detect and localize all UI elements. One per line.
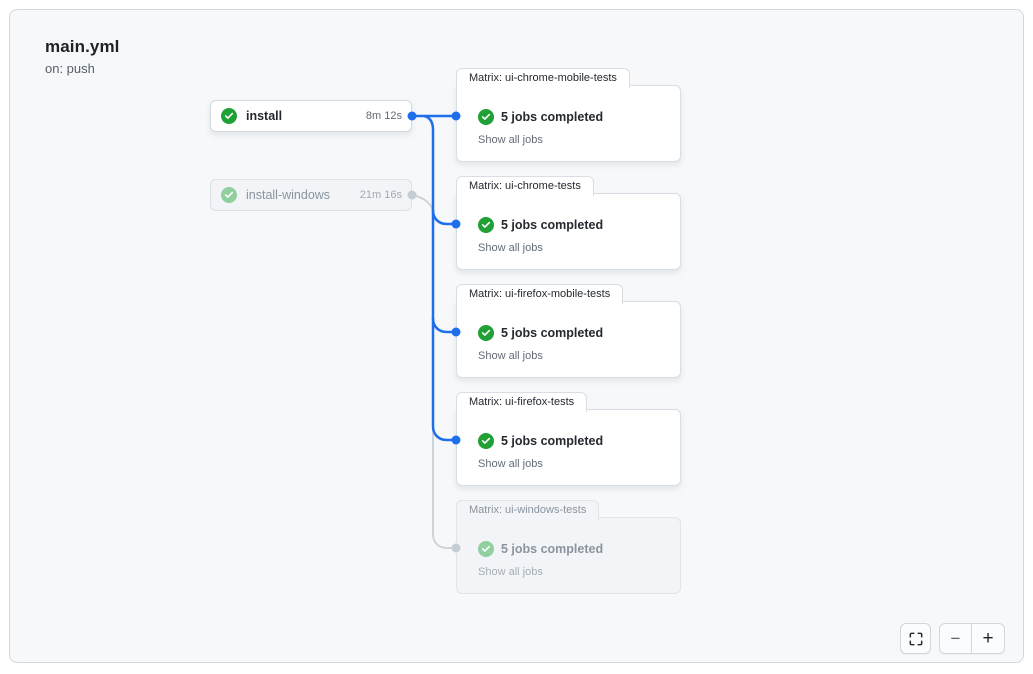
zoom-in-button[interactable]: + (972, 624, 1004, 653)
matrix-node[interactable]: 5 jobs completed Show all jobs (456, 517, 681, 594)
show-all-jobs-link[interactable]: Show all jobs (478, 350, 543, 362)
check-circle-icon (478, 433, 494, 449)
job-duration: 21m 16s (359, 189, 402, 201)
workflow-file-title: main.yml (45, 37, 120, 56)
matrix-tab-label: Matrix: ui-firefox-tests (456, 392, 588, 412)
matrix-status-row: 5 jobs completed (478, 217, 666, 233)
zoom-out-button[interactable]: − (940, 624, 972, 653)
check-circle-icon (478, 325, 494, 341)
show-all-jobs-link[interactable]: Show all jobs (478, 242, 543, 254)
job-label: install (246, 109, 283, 123)
plus-icon: + (982, 627, 994, 649)
job-duration: 8m 12s (365, 110, 402, 122)
workflow-trigger: on: push (45, 61, 95, 76)
matrix-node[interactable]: 5 jobs completed Show all jobs (456, 409, 681, 486)
matrix-tab-label: Matrix: ui-windows-tests (456, 500, 600, 520)
matrix-summary: 5 jobs completed (501, 218, 604, 232)
matrix-summary: 5 jobs completed (501, 326, 604, 340)
graph-view-controls: − + (900, 623, 1005, 654)
zoom-control-group: − + (939, 623, 1005, 654)
matrix-node[interactable]: 5 jobs completed Show all jobs (456, 301, 681, 378)
show-all-jobs-link[interactable]: Show all jobs (478, 134, 543, 146)
workflow-header: main.yml on: push (45, 37, 120, 76)
job-node-install[interactable]: install 8m 12s (210, 100, 412, 132)
check-circle-icon (478, 541, 494, 557)
check-circle-icon (478, 217, 494, 233)
show-all-jobs-link[interactable]: Show all jobs (478, 458, 543, 470)
job-label: install-windows (246, 188, 331, 202)
matrix-node[interactable]: 5 jobs completed Show all jobs (456, 85, 681, 162)
check-circle-icon (221, 187, 237, 203)
fullscreen-button[interactable] (900, 623, 931, 654)
matrix-tab-label: Matrix: ui-chrome-tests (456, 176, 594, 196)
matrix-node[interactable]: 5 jobs completed Show all jobs (456, 193, 681, 270)
screen-full-icon (909, 632, 922, 645)
matrix-status-row: 5 jobs completed (478, 433, 666, 449)
matrix-tab-label: Matrix: ui-chrome-mobile-tests (456, 68, 630, 88)
matrix-tab-label: Matrix: ui-firefox-mobile-tests (456, 284, 624, 304)
matrix-status-row: 5 jobs completed (478, 541, 666, 557)
minus-icon: − (950, 628, 961, 648)
matrix-summary: 5 jobs completed (501, 110, 604, 124)
check-circle-icon (221, 108, 237, 124)
show-all-jobs-link[interactable]: Show all jobs (478, 566, 543, 578)
matrix-summary: 5 jobs completed (501, 434, 604, 448)
matrix-status-row: 5 jobs completed (478, 109, 666, 125)
job-node-install-windows[interactable]: install-windows 21m 16s (210, 179, 412, 211)
matrix-summary: 5 jobs completed (501, 542, 604, 556)
check-circle-icon (478, 109, 494, 125)
matrix-status-row: 5 jobs completed (478, 325, 666, 341)
